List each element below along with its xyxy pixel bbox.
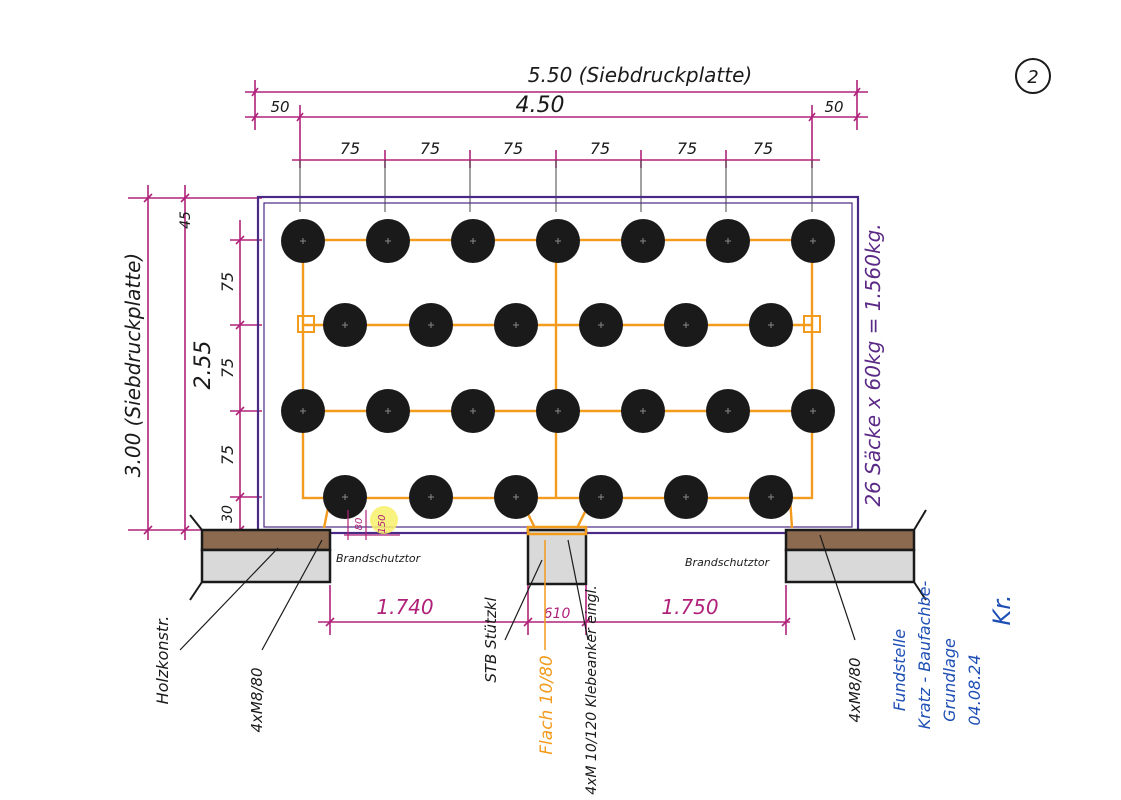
sand-bag-center-mark bbox=[300, 238, 306, 244]
dim-spacing-top: 75 bbox=[590, 139, 610, 158]
sand-bag-center-mark bbox=[683, 322, 689, 328]
dim-span-left: 1.740 bbox=[376, 595, 433, 619]
dim-inner-width: 4.50 bbox=[516, 93, 565, 118]
sand-bag-center-mark bbox=[768, 322, 774, 328]
beam-bracket-right bbox=[803, 315, 821, 333]
sand-bag-center-mark bbox=[385, 408, 391, 414]
signature-date: 04.08.24 bbox=[965, 654, 984, 725]
dim-spacing-left: 75 bbox=[218, 445, 237, 465]
dim-bottom-margin: 30 bbox=[220, 505, 236, 523]
highlight-detail bbox=[370, 506, 398, 534]
break-line-right bbox=[913, 509, 927, 601]
load-note: 26 Säcke x 60kg = 1.560kg. bbox=[861, 223, 885, 506]
sand-bag-center-mark bbox=[385, 238, 391, 244]
steel-profile-right bbox=[784, 548, 916, 584]
small-detail-dims bbox=[344, 510, 400, 540]
dim-spacing-top: 75 bbox=[503, 139, 523, 158]
dim-top-margin: 45 bbox=[178, 211, 194, 229]
bottom-dimensions bbox=[318, 585, 791, 635]
leader-lines bbox=[179, 534, 856, 651]
sand-bag-center-mark bbox=[725, 238, 731, 244]
sand-bag-center-mark bbox=[810, 238, 816, 244]
beam-bracket-left bbox=[297, 315, 315, 333]
top-dim-ticks bbox=[299, 160, 813, 212]
small-dim-b: 150 bbox=[377, 514, 388, 533]
sand-bag-center-mark bbox=[640, 238, 646, 244]
label-flat-bar: Flach 10/80 bbox=[537, 655, 557, 754]
sand-bag-center-mark bbox=[768, 494, 774, 500]
signature-line-2: Kratz - Baufachbe- bbox=[915, 580, 934, 729]
sand-bag-center-mark bbox=[513, 494, 519, 500]
top-spacing-labels: 75 75 75 75 75 75 bbox=[340, 139, 773, 158]
dim-margin-left: 50 bbox=[270, 98, 289, 116]
bag-grid bbox=[281, 219, 835, 519]
dim-spacing-top: 75 bbox=[677, 139, 697, 158]
sand-bag-center-mark bbox=[428, 322, 434, 328]
sand-bag-center-mark bbox=[342, 322, 348, 328]
sand-bag-center-mark bbox=[555, 238, 561, 244]
dim-overall-width: 5.50 (Siebdruckplatte) bbox=[528, 63, 752, 87]
dim-spacing-top: 75 bbox=[340, 139, 360, 158]
dim-spacing-top: 75 bbox=[753, 139, 773, 158]
dim-spacing-left: 75 bbox=[218, 358, 237, 378]
dim-span-mid: 610 bbox=[544, 606, 571, 622]
sand-bag-center-mark bbox=[640, 408, 646, 414]
sand-bag-center-mark bbox=[598, 494, 604, 500]
signature-mark: Kr. bbox=[988, 594, 1016, 625]
beam-frame bbox=[301, 238, 814, 529]
sand-bag-center-mark bbox=[300, 408, 306, 414]
break-line-left bbox=[189, 514, 203, 601]
page-marker-circle bbox=[1015, 58, 1051, 94]
label-wood-construction: Holzkonstr. bbox=[153, 616, 172, 705]
left-spacing-labels: 75 75 75 bbox=[218, 272, 237, 465]
fire-gate-label-right: Brandschutztor bbox=[685, 556, 771, 569]
label-anchor-left: 4xM8/80 bbox=[248, 667, 266, 732]
label-concrete-support: STB Stützkl bbox=[482, 597, 500, 683]
dim-inner-height: 2.55 bbox=[191, 341, 216, 390]
sand-bag-center-mark bbox=[470, 238, 476, 244]
flat-bar bbox=[526, 525, 588, 536]
sand-bag-center-mark bbox=[725, 408, 731, 414]
fire-gate-label-left: Brandschutztor bbox=[336, 552, 422, 565]
dim-span-right: 1.750 bbox=[661, 595, 718, 619]
label-anchor-right: 4xM8/80 bbox=[846, 657, 864, 722]
dim-spacing-left: 75 bbox=[218, 272, 237, 292]
sand-bag-center-mark bbox=[428, 494, 434, 500]
signature-line-3: Grundlage bbox=[940, 638, 959, 722]
sand-bag-center-mark bbox=[470, 408, 476, 414]
page-marker: 2 bbox=[1027, 67, 1038, 88]
dim-spacing-top: 75 bbox=[420, 139, 440, 158]
sand-bag-center-mark bbox=[683, 494, 689, 500]
sand-bag-center-mark bbox=[513, 322, 519, 328]
dim-overall-height: 3.00 (Siebdruckplatte) bbox=[121, 253, 145, 477]
sand-bag-center-mark bbox=[555, 408, 561, 414]
wood-beam-left bbox=[200, 528, 332, 552]
dim-margin-right: 50 bbox=[824, 98, 843, 116]
signature-line-1: Fundstelle bbox=[890, 629, 909, 711]
label-anchor-mid: 4xM 10/120 Klebeanker eingl. bbox=[584, 585, 600, 795]
steel-profile-left bbox=[200, 548, 332, 584]
concrete-support bbox=[526, 528, 588, 586]
small-dim-a: 80 bbox=[354, 518, 365, 531]
wood-beam-right bbox=[784, 528, 916, 552]
sand-bag-center-mark bbox=[598, 322, 604, 328]
sand-bag-center-mark bbox=[810, 408, 816, 414]
sand-bag-center-mark bbox=[342, 494, 348, 500]
